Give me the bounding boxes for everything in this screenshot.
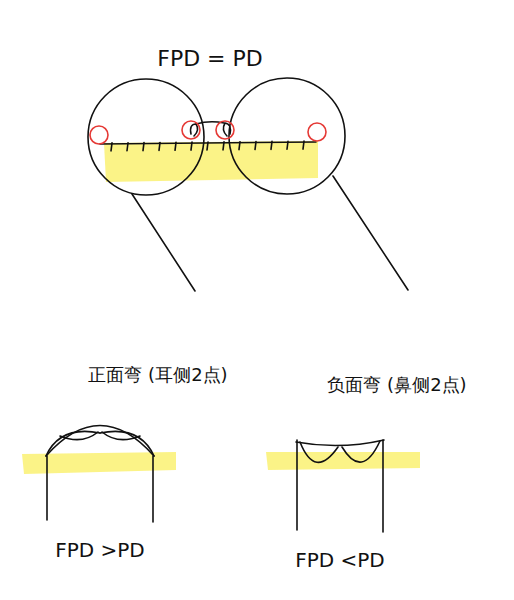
- heading-label: FPD = PD: [157, 46, 263, 72]
- curve-label: 负面弯 (鼻侧2点): [327, 374, 466, 396]
- relation-label: FPD <PD: [295, 548, 385, 572]
- relation-label: FPD >PD: [55, 538, 145, 562]
- curve-label: 正面弯 (耳侧2点): [88, 364, 227, 386]
